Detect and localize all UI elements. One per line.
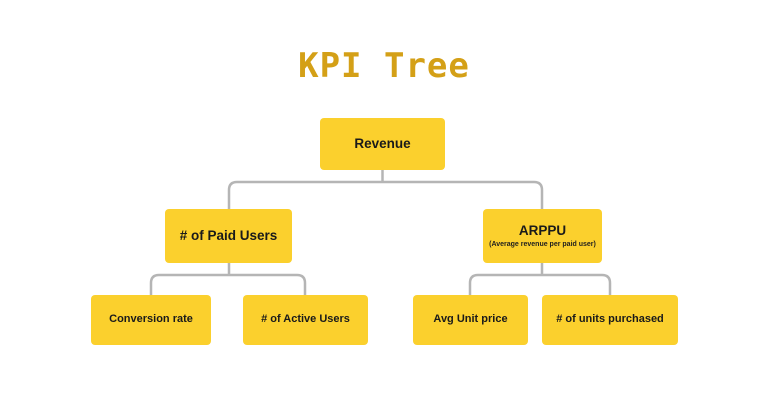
node-avg-unit-price-label: Avg Unit price	[433, 313, 508, 326]
node-active-users-label: # of Active Users	[261, 313, 350, 326]
connector-arppu-to-units-purchased	[542, 273, 612, 295]
node-active-users[interactable]: # of Active Users	[243, 295, 368, 345]
page-title: KPI Tree	[298, 46, 470, 86]
node-revenue-label: Revenue	[354, 135, 411, 151]
node-conversion-rate-label: Conversion rate	[109, 313, 193, 326]
node-paid-users[interactable]: # of Paid Users	[165, 209, 292, 263]
connector-paid-users-to-conversion-rate	[149, 273, 229, 295]
node-avg-unit-price[interactable]: Avg Unit price	[413, 295, 528, 345]
node-revenue[interactable]: Revenue	[320, 118, 445, 170]
node-conversion-rate[interactable]: Conversion rate	[91, 295, 211, 345]
node-arppu-label: ARPPU	[518, 223, 567, 239]
connector-arppu-to-avg-unit-price	[468, 273, 542, 295]
node-arppu-subtitle: (Average revenue per paid user)	[489, 241, 596, 249]
connector-paid-users-to-active-users	[229, 273, 307, 295]
node-units-purchased[interactable]: # of units purchased	[542, 295, 678, 345]
node-arppu[interactable]: ARPPU (Average revenue per paid user)	[483, 209, 602, 263]
node-units-purchased-label: # of units purchased	[556, 313, 664, 326]
node-paid-users-label: # of Paid Users	[179, 227, 278, 243]
connector-revenue-to-arppu	[382, 180, 544, 209]
connector-revenue-to-paid-users	[227, 180, 383, 209]
